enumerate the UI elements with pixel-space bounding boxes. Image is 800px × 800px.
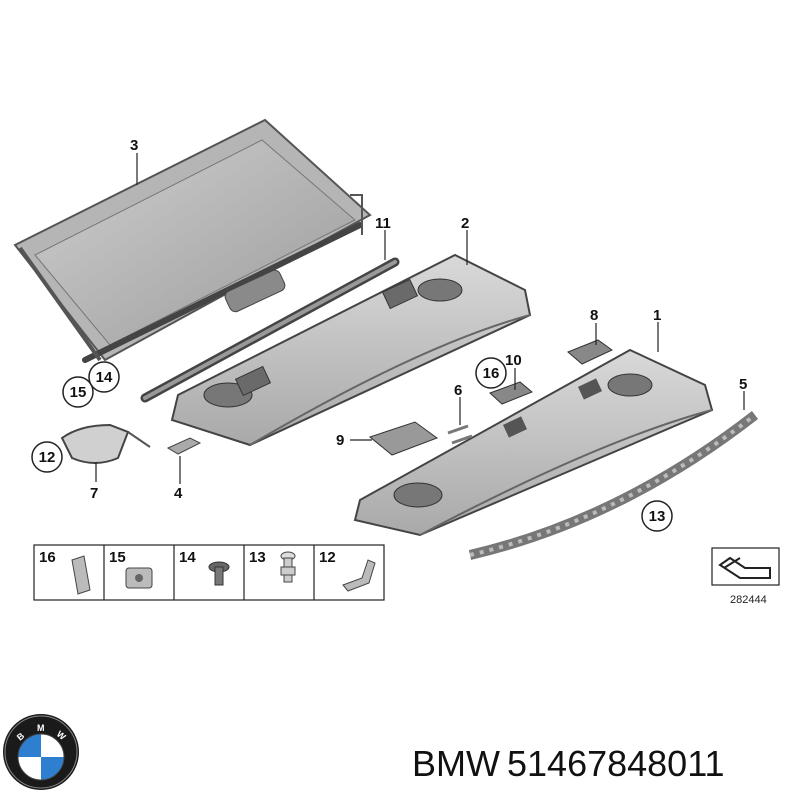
strip-part-6 (447, 424, 473, 445)
callout-10: 10 (505, 352, 522, 369)
svg-text:14: 14 (96, 369, 113, 386)
callout-15: 15 (62, 376, 94, 408)
leader-lines (95, 153, 745, 484)
callout-5: 5 (739, 376, 747, 393)
footer-brand: BMW (412, 743, 500, 784)
diagram-symbol (711, 547, 780, 586)
bmw-logo: B M W (3, 714, 79, 790)
callout-8: 8 (590, 307, 598, 324)
callout-7: 7 (90, 485, 98, 502)
legend-label-16: 16 (39, 549, 56, 566)
cover-part-10 (489, 381, 533, 405)
parcel-shelf-part-1 (353, 348, 714, 537)
callout-9: 9 (336, 432, 344, 449)
parcel-shelf-part-2 (170, 253, 532, 447)
roller-blind-part-3 (13, 118, 372, 363)
callout-13: 13 (641, 500, 673, 532)
legend-label-12: 12 (319, 549, 336, 566)
rail-part-11 (140, 257, 400, 403)
cover-part-9 (368, 421, 439, 456)
svg-text:12: 12 (39, 449, 56, 466)
fastener-legend: 16 15 14 13 12 (33, 544, 385, 601)
callout-4: 4 (174, 485, 183, 502)
footer-part-number: 51467848011 (507, 743, 725, 784)
diagram-number: 282444 (730, 594, 767, 606)
bracket-part-7 (60, 423, 151, 464)
legend-label-14: 14 (179, 549, 196, 566)
clip-part-4 (166, 437, 202, 455)
legend-label-15: 15 (109, 549, 126, 566)
callout-16: 16 (475, 357, 507, 389)
cover-part-8 (567, 339, 613, 365)
callout-3: 3 (130, 137, 138, 154)
clip-12-icon (342, 559, 376, 592)
expanding-rivet-13-icon (280, 551, 296, 583)
callout-2: 2 (461, 215, 469, 232)
callout-12: 12 (31, 441, 63, 473)
nut-clip-15-icon (125, 567, 153, 589)
callout-1: 1 (653, 307, 661, 324)
trim-part-13 (468, 411, 759, 560)
callout-11: 11 (375, 215, 391, 232)
svg-text:13: 13 (649, 508, 666, 525)
spring-clip-16-icon (71, 555, 91, 595)
callout-6: 6 (454, 382, 462, 399)
svg-text:15: 15 (70, 384, 87, 401)
push-rivet-14-icon (208, 561, 230, 586)
svg-text:B: B (15, 730, 27, 742)
legend-label-13: 13 (249, 549, 266, 566)
callout-14: 14 (88, 361, 120, 393)
svg-text:M: M (37, 723, 45, 733)
svg-text:16: 16 (483, 365, 500, 382)
